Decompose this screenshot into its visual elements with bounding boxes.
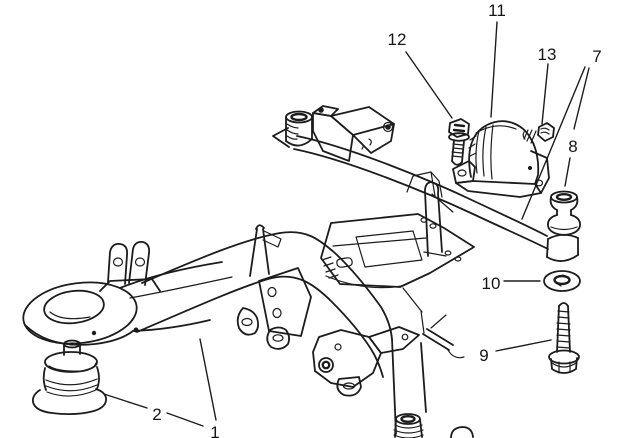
leader-2b: [166, 412, 204, 427]
skid-plate: [320, 213, 475, 289]
bar-end-bushing-right: [546, 233, 579, 262]
bar-end-bushing-left: [285, 110, 313, 147]
leader-12: [405, 51, 453, 119]
callout-13: 13: [538, 45, 557, 64]
callout-labels: 1 2 7 8 9 10 11 12 13: [152, 1, 601, 438]
leader-2a: [103, 393, 148, 409]
bolt-9-drawing: [548, 302, 580, 374]
transmission-mount-drawing: [452, 120, 550, 198]
bolt-12-drawing: [448, 118, 470, 166]
callout-10: 10: [482, 274, 501, 293]
screw-13-drawing: [522, 122, 555, 144]
leader-8: [564, 157, 571, 187]
leader-13: [541, 63, 549, 125]
crossmember-drawing: [22, 181, 475, 438]
bottom-bracket: [312, 287, 465, 397]
leg-bushing: [393, 413, 424, 438]
ears-bracket: [99, 240, 161, 292]
leader-9: [495, 339, 552, 352]
callout-12: 12: [388, 30, 407, 49]
partial-ring: [450, 426, 474, 438]
callout-7: 7: [592, 47, 601, 66]
leader-7a: [521, 66, 586, 220]
leader-11: [490, 21, 498, 118]
strut-right: [423, 181, 454, 257]
leader-lines: [103, 21, 590, 427]
support-bar-drawing: [272, 105, 549, 250]
bar-bracket: [312, 105, 395, 162]
center-bracket: [236, 267, 312, 350]
leader-1: [199, 338, 217, 421]
bushing-2-drawing: [31, 339, 107, 416]
callout-2: 2: [152, 405, 161, 424]
leader-7b: [573, 67, 590, 130]
callout-11: 11: [488, 1, 506, 20]
washer-drawing: [543, 270, 581, 292]
callout-1: 1: [210, 423, 219, 438]
upper-bushing-drawing: [547, 190, 581, 236]
callout-9: 9: [479, 346, 488, 365]
strut-left: [249, 224, 282, 277]
callout-8: 8: [568, 137, 577, 156]
